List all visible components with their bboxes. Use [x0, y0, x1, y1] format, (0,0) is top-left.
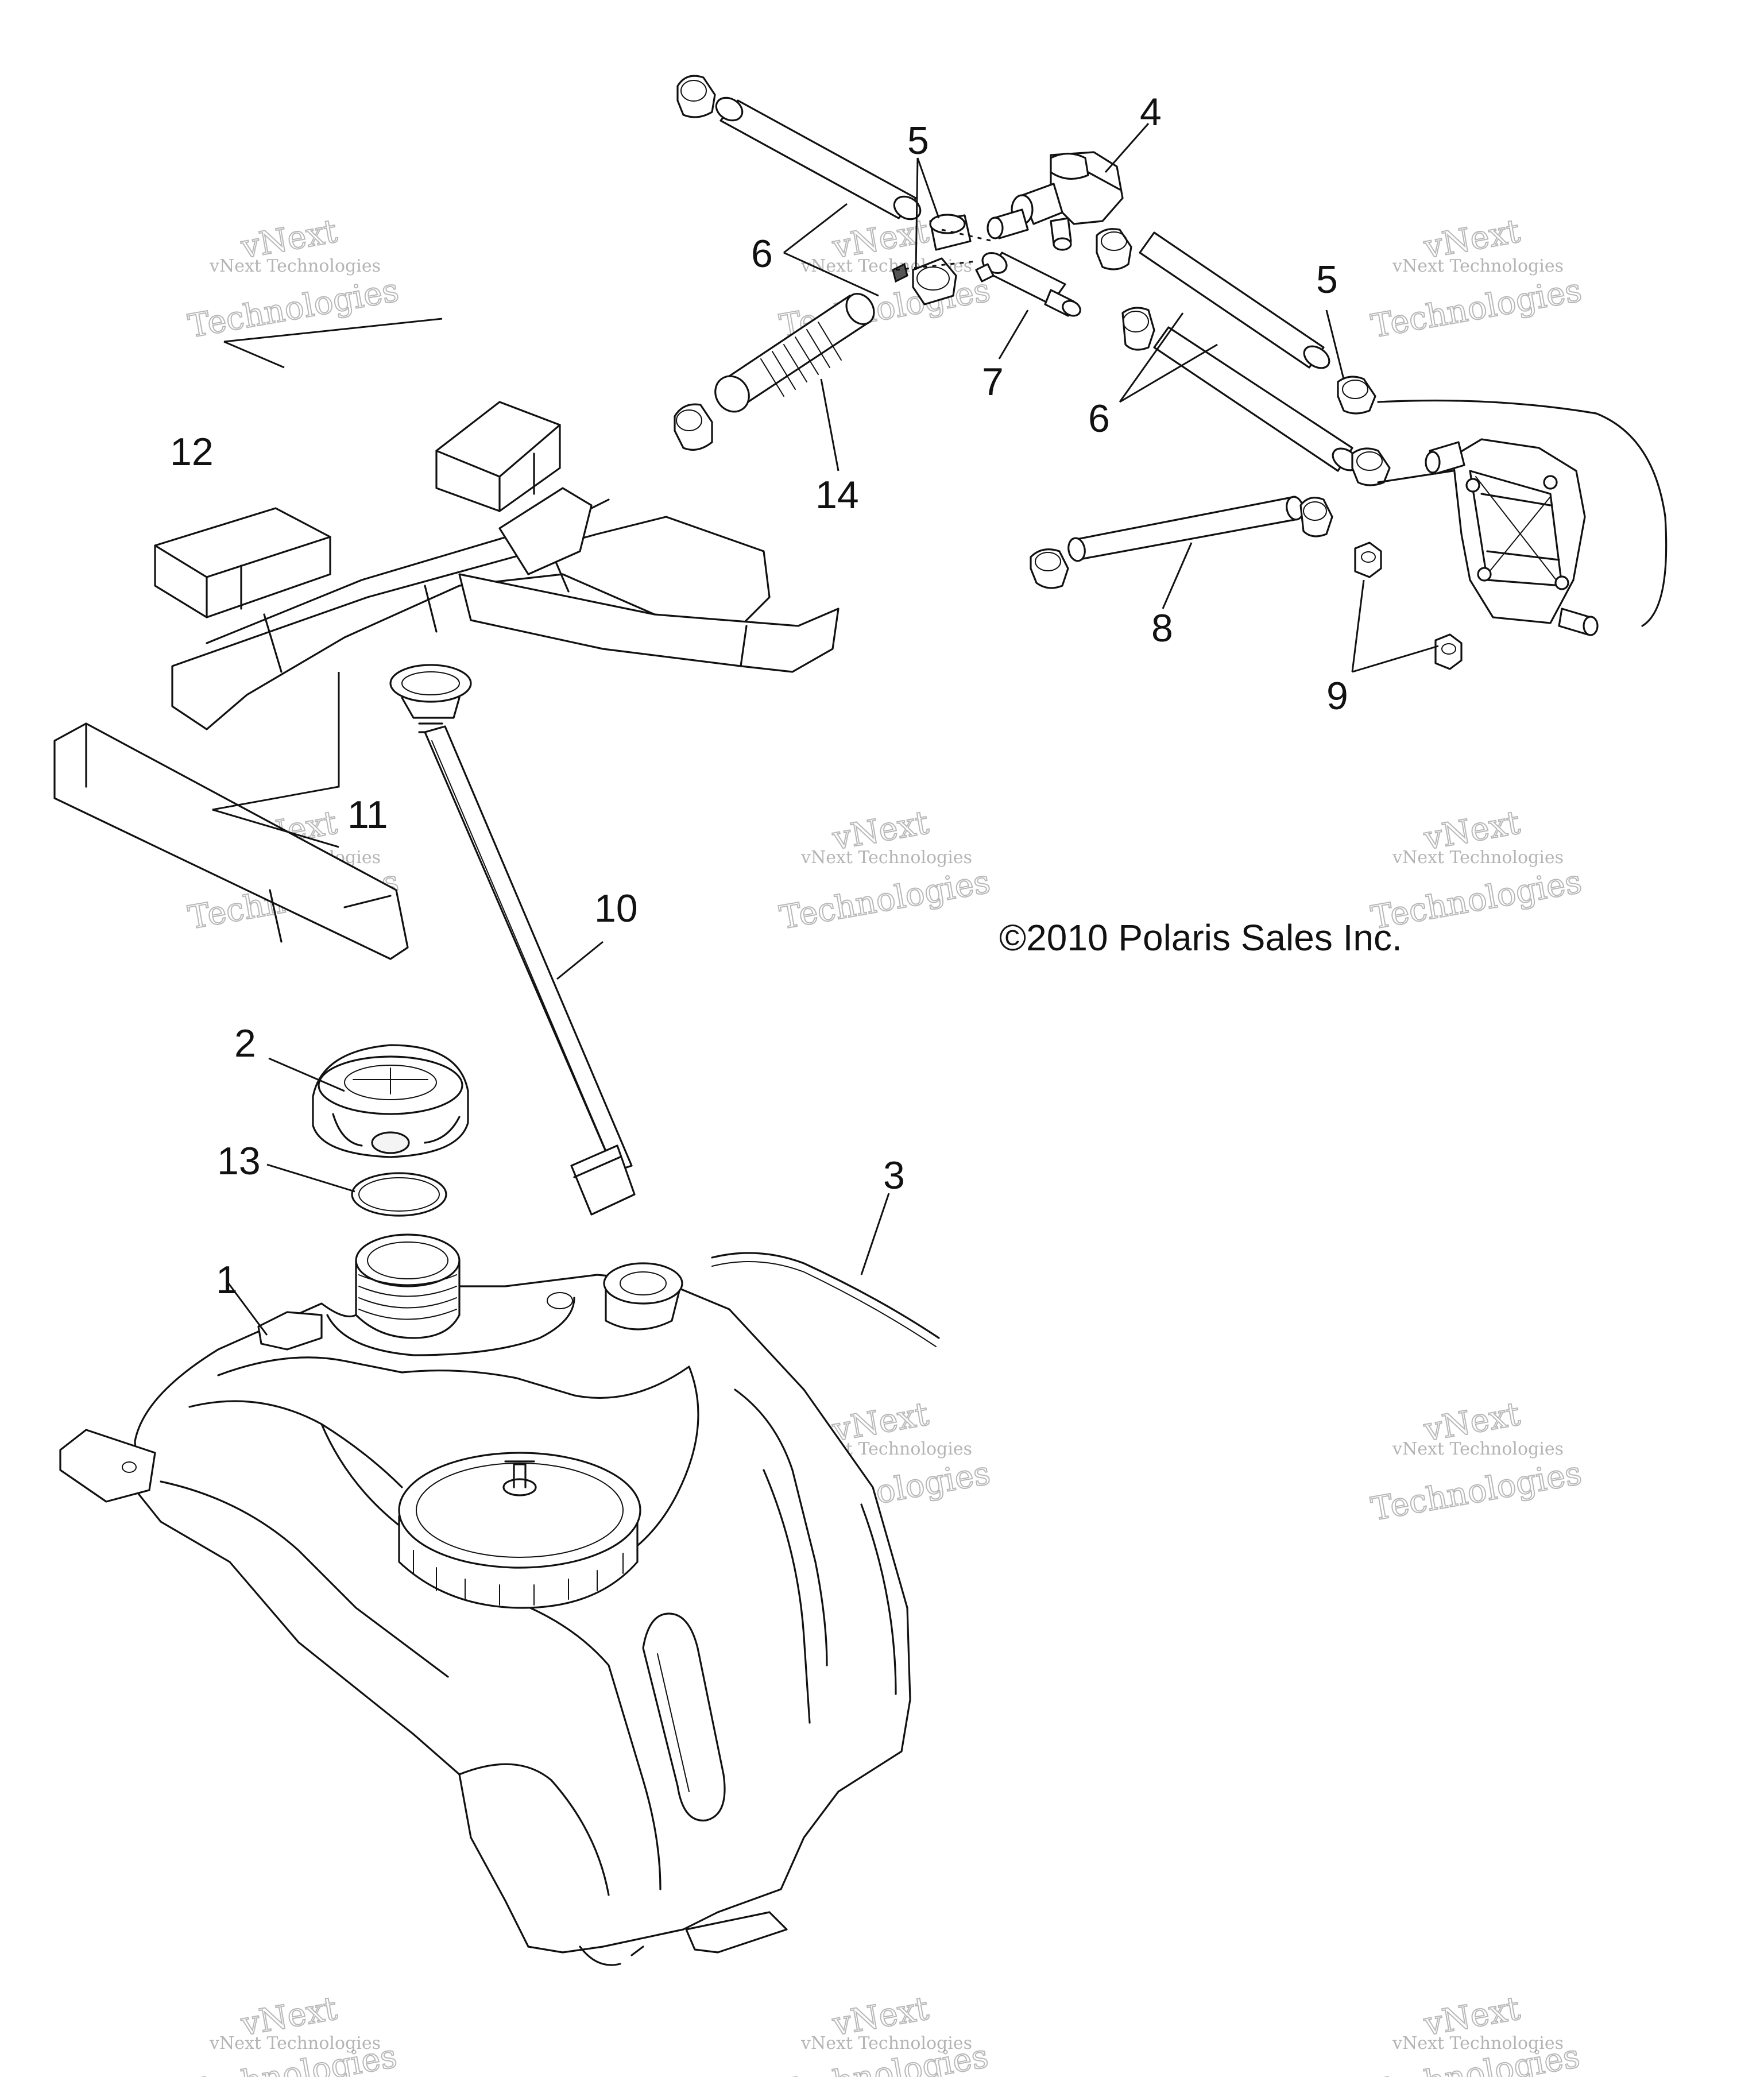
callout-7: 7	[982, 360, 1004, 404]
part-5-clamps-left	[892, 214, 972, 305]
callout-11: 11	[347, 793, 388, 837]
callout-9: 9	[1326, 674, 1348, 718]
part-8-hose	[1030, 496, 1333, 589]
callout-8: 8	[1151, 606, 1173, 650]
watermark-11: vNext vNext Technologies Technologies	[775, 1989, 992, 2077]
svg-text:vNext Technologies: vNext Technologies	[800, 2033, 972, 2053]
callout-14: 14	[815, 473, 859, 517]
part-4-pressure-regulator	[987, 151, 1124, 251]
svg-text:vNext Technologies: vNext Technologies	[1392, 848, 1564, 868]
callout-13: 13	[217, 1139, 261, 1183]
part-11-foam-pads	[53, 487, 840, 960]
svg-text:Technologies: Technologies	[1368, 272, 1584, 345]
callout-6b: 6	[1088, 397, 1110, 440]
watermark-3: vNext vNext Technologies Technologies	[1368, 212, 1585, 346]
callout-5a: 5	[907, 119, 929, 163]
callout-5b: 5	[1316, 258, 1338, 301]
part-10-fuel-sender	[389, 664, 636, 1216]
part-9-nuts	[1354, 542, 1463, 670]
callout-1: 1	[216, 1258, 238, 1302]
callout-12: 12	[170, 430, 214, 474]
callout-labels: 1 2 3 4 5 5 6 6 7 8 9 10 11 12 13 14	[170, 90, 1348, 1302]
svg-text:Technologies: Technologies	[777, 863, 993, 937]
copyright-notice: ©2010 Polaris Sales Inc.	[999, 917, 1402, 958]
svg-text:vNext Technologies: vNext Technologies	[209, 2033, 381, 2053]
callout-6a: 6	[751, 232, 773, 276]
watermark-12: vNext vNext Technologies Technologies	[1366, 1989, 1583, 2077]
callout-3: 3	[883, 1154, 905, 1197]
part-1-fuel-tank	[59, 1233, 911, 1966]
callout-10: 10	[594, 887, 638, 930]
leader-lines	[212, 123, 1439, 1336]
part-14-corrugated-hose	[674, 293, 875, 451]
part-6-upper-hose	[676, 75, 922, 221]
part-5-clamps-right	[1337, 376, 1391, 486]
part-7-fuel-filter	[975, 252, 1081, 317]
connection-dashed-line	[895, 229, 994, 271]
watermark-1: vNext vNext Technologies Technologies	[185, 212, 402, 346]
part-13-o-ring	[351, 1172, 447, 1217]
svg-text:vNext Technologies: vNext Technologies	[800, 848, 972, 868]
part-12-foam-blocks	[154, 401, 561, 618]
svg-text:vNext Technologies: vNext Technologies	[1392, 256, 1564, 276]
part-2-fuel-cap	[312, 1044, 469, 1158]
watermark-9: vNext vNext Technologies Technologies	[1368, 1395, 1585, 1529]
watermark-10: vNext vNext Technologies Technologies	[183, 1989, 400, 2077]
part-6-right-hoses	[1096, 228, 1359, 472]
fuel-pump	[1377, 399, 1668, 636]
svg-text:Technologies: Technologies	[1368, 1455, 1584, 1528]
part-3-vent-line	[711, 1252, 940, 1347]
svg-text:vNext Technologies: vNext Technologies	[1392, 1439, 1564, 1459]
callout-4: 4	[1140, 90, 1162, 134]
watermark-5: vNext vNext Technologies Technologies	[776, 803, 993, 937]
svg-text:vNext Technologies: vNext Technologies	[209, 256, 381, 276]
svg-text:vNext Technologies: vNext Technologies	[1392, 2033, 1564, 2053]
callout-2: 2	[234, 1022, 256, 1065]
